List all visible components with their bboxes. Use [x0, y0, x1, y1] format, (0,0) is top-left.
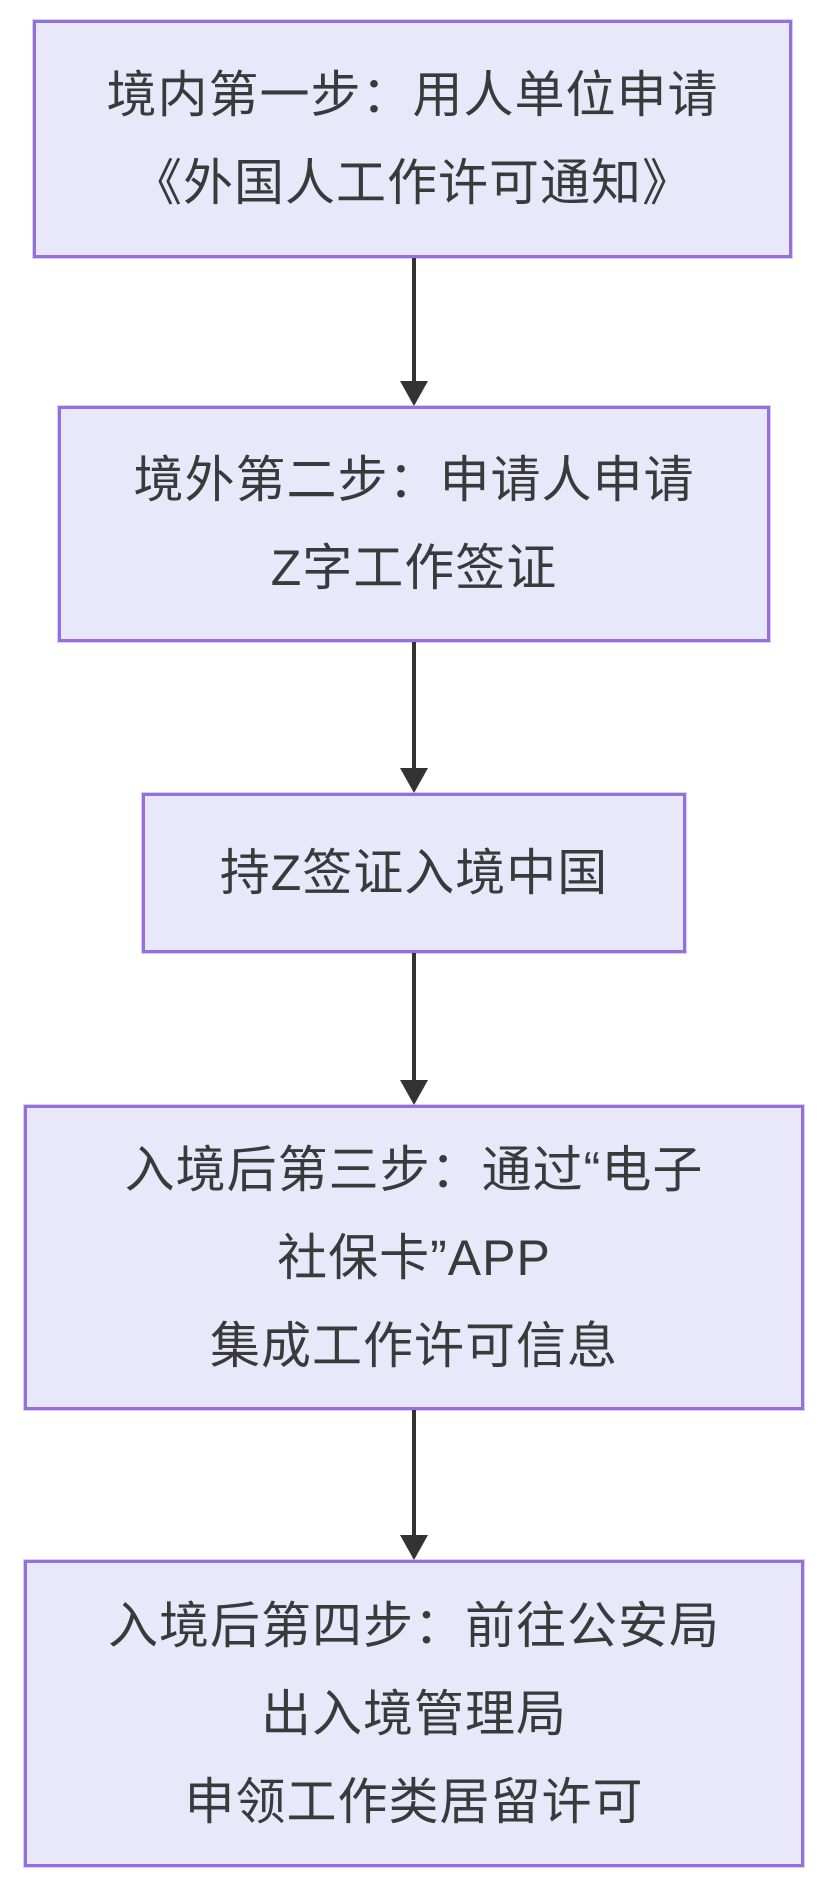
arrow-down-icon: [400, 1535, 428, 1560]
flow-step-5-line-3: 申领工作类居留许可: [184, 1773, 644, 1830]
flow-step-1: 境内第一步：用人单位申请 《外国人工作许可通知》: [33, 20, 792, 258]
arrow-line: [412, 953, 416, 1080]
flow-arrow-1: [400, 258, 428, 406]
flow-step-4-line-2: 社保卡”APP: [277, 1229, 551, 1286]
flow-step-2: 境外第二步：申请人申请 Z字工作签证: [58, 406, 770, 642]
flow-step-2-line-2: Z字工作签证: [270, 540, 558, 596]
arrow-line: [412, 1410, 416, 1535]
flow-arrow-3: [400, 953, 428, 1105]
flow-arrow-2: [400, 642, 428, 793]
arrow-down-icon: [400, 381, 428, 406]
arrow-line: [412, 642, 416, 768]
flow-step-4-line-1: 入境后第三步：通过“电子: [124, 1141, 704, 1198]
flow-arrow-4: [400, 1410, 428, 1560]
flow-step-3: 持Z签证入境中国: [142, 793, 686, 953]
flow-step-2-line-1: 境外第二步：申请人申请: [133, 452, 695, 508]
flow-step-5: 入境后第四步：前往公安局 出入境管理局 申领工作类居留许可: [24, 1560, 804, 1867]
arrow-line: [412, 258, 416, 381]
flow-step-1-line-2: 《外国人工作许可通知》: [132, 155, 693, 211]
flow-step-1-line-1: 境内第一步：用人单位申请: [106, 67, 719, 123]
flow-step-4: 入境后第三步：通过“电子 社保卡”APP 集成工作许可信息: [24, 1105, 804, 1410]
flow-step-5-line-1: 入境后第四步：前往公安局: [108, 1597, 720, 1654]
flow-step-5-line-2: 出入境管理局: [261, 1685, 567, 1742]
arrow-down-icon: [400, 768, 428, 793]
arrow-down-icon: [400, 1080, 428, 1105]
flow-step-4-line-3: 集成工作许可信息: [210, 1317, 618, 1374]
flow-step-3-line-1: 持Z签证入境中国: [219, 845, 609, 901]
